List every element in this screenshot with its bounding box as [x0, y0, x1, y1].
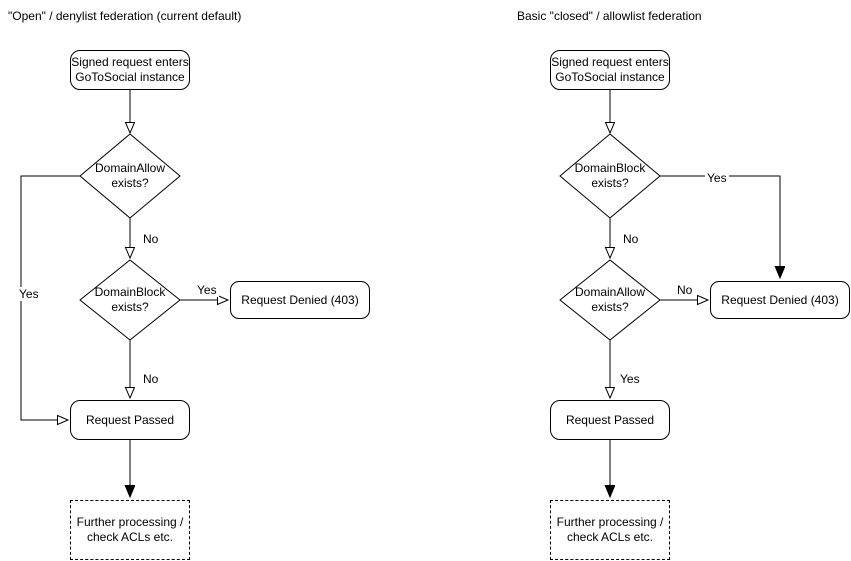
right-further-node: Further processing / check ACLs etc.	[550, 500, 670, 560]
right-decision1-no-label: No	[621, 232, 641, 246]
right-denied-node: Request Denied (403)	[710, 281, 850, 319]
left-decision1-label: DomainAllow exists?	[94, 161, 166, 190]
left-start-node: Signed request enters GoToSocial instanc…	[70, 50, 190, 90]
left-passed-node: Request Passed	[70, 400, 190, 440]
left-further-node: Further processing / check ACLs etc.	[70, 500, 190, 560]
right-decision1-yes-label: Yes	[705, 171, 729, 185]
left-decision2-yes-label: Yes	[195, 283, 219, 297]
right-chart-title: Basic "closed" / allowlist federation	[517, 9, 702, 23]
left-decision2-no-label: No	[141, 372, 161, 386]
left-decision1-diamond	[79, 133, 181, 219]
right-passed-node: Request Passed	[550, 400, 670, 440]
right-decision2-yes-label: Yes	[618, 372, 642, 386]
left-decision2-diamond	[79, 259, 181, 341]
left-decision2-label: DomainBlock exists?	[94, 285, 166, 314]
right-start-node: Signed request enters GoToSocial instanc…	[550, 50, 670, 90]
left-denied-node: Request Denied (403)	[230, 281, 370, 319]
edge-right-decision1-yes-to-denied	[660, 175, 780, 278]
right-decision2-diamond	[559, 259, 661, 341]
left-decision1-yes-label: Yes	[17, 287, 41, 301]
left-decision1-no-label: No	[141, 232, 161, 246]
right-decision2-no-label: No	[675, 283, 695, 297]
right-decision2-label: DomainAllow exists?	[574, 285, 646, 314]
right-decision1-label: DomainBlock exists?	[574, 161, 646, 190]
right-decision1-diamond	[559, 133, 661, 219]
left-chart-title: "Open" / denylist federation (current de…	[8, 9, 242, 23]
